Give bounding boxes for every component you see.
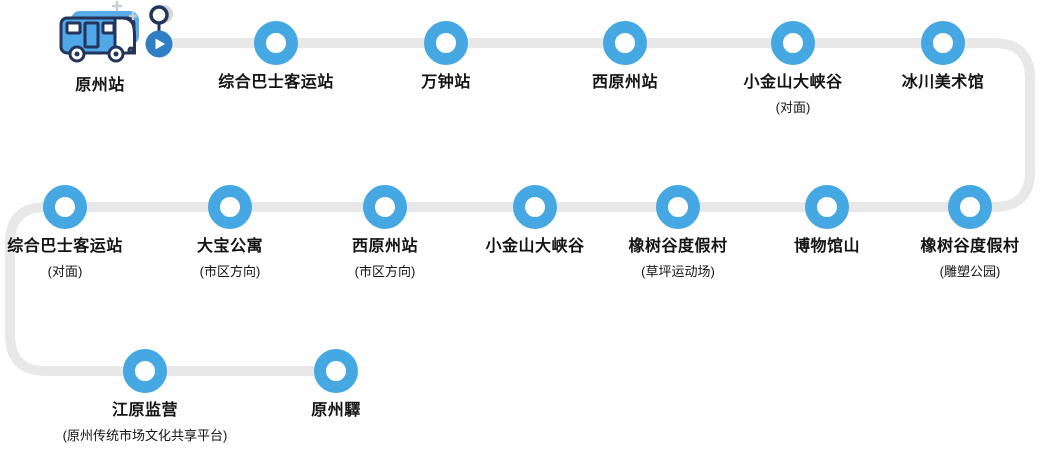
station-name: 综合巴士客运站 xyxy=(218,74,334,91)
station-label: 大宝公寓 (市区方向) xyxy=(197,235,263,281)
bus-icon xyxy=(59,11,139,63)
sparkle-icon xyxy=(111,0,138,21)
station-label: 橡树谷度假村 (草坪运动场) xyxy=(628,235,727,281)
station-label: 西原州站 xyxy=(592,71,658,95)
station-name: 万钟站 xyxy=(421,74,471,91)
station-marker-icon xyxy=(805,185,849,229)
station-label: 江原监营 (原州传统市场文化共享平台) xyxy=(63,399,228,445)
station-name: 小金山大峡谷 xyxy=(743,74,843,91)
station-label: 原州驛 xyxy=(311,399,361,423)
station-marker-icon xyxy=(948,185,992,229)
station-subname: (对面) xyxy=(47,264,83,279)
station-name: 西原州站 xyxy=(591,74,659,91)
station-marker-icon xyxy=(43,185,87,229)
station-label: 原州站 xyxy=(75,74,125,98)
station-subname: (雕塑公园) xyxy=(939,264,1001,279)
station-label: 小金山大峡谷 xyxy=(485,235,584,259)
station-marker-icon xyxy=(123,349,167,393)
station-marker-icon xyxy=(208,185,252,229)
station-label: 综合巴士客运站 (对面) xyxy=(7,235,123,281)
station-subname: (原州传统市场文化共享平台) xyxy=(62,428,228,443)
station-marker-icon xyxy=(656,185,700,229)
station-marker-icon xyxy=(603,21,647,65)
station-subname: (市区方向) xyxy=(199,264,261,279)
station-name: 博物馆山 xyxy=(793,238,861,255)
station-marker-icon xyxy=(254,21,298,65)
station-marker-icon xyxy=(771,21,815,65)
route-start-play-marker-icon xyxy=(145,30,173,58)
station-name: 西原州站 xyxy=(351,238,419,255)
station-subname: (草坪运动场) xyxy=(641,264,715,279)
station-name: 大宝公寓 xyxy=(196,238,264,255)
station-marker-icon xyxy=(424,21,468,65)
station-label: 橡树谷度假村 (雕塑公园) xyxy=(920,235,1019,281)
station-name: 原州驛 xyxy=(311,402,361,419)
station-name: 橡树谷度假村 xyxy=(920,238,1020,255)
station-name: 原州站 xyxy=(75,77,125,94)
station-subname: (对面) xyxy=(775,100,811,115)
station-name: 橡树谷度假村 xyxy=(628,238,728,255)
station-name: 综合巴士客运站 xyxy=(7,238,123,255)
station-name: 小金山大峡谷 xyxy=(485,238,585,255)
station-marker-icon xyxy=(314,349,358,393)
station-label: 万钟站 xyxy=(421,71,471,95)
station-label: 博物馆山 xyxy=(794,235,860,259)
station-name: 江原监营 xyxy=(111,402,179,419)
station-marker-icon xyxy=(363,185,407,229)
bus-stop-sign-icon xyxy=(145,5,173,58)
station-label: 小金山大峡谷 (对面) xyxy=(743,71,842,117)
station-label: 综合巴士客运站 xyxy=(218,71,334,95)
station-name: 冰川美术馆 xyxy=(901,74,985,91)
station-label: 西原州站 (市区方向) xyxy=(352,235,418,281)
station-label: 冰川美术馆 xyxy=(902,71,985,95)
station-marker-icon xyxy=(513,185,557,229)
station-subname: (市区方向) xyxy=(354,264,416,279)
station-marker-icon xyxy=(921,21,965,65)
